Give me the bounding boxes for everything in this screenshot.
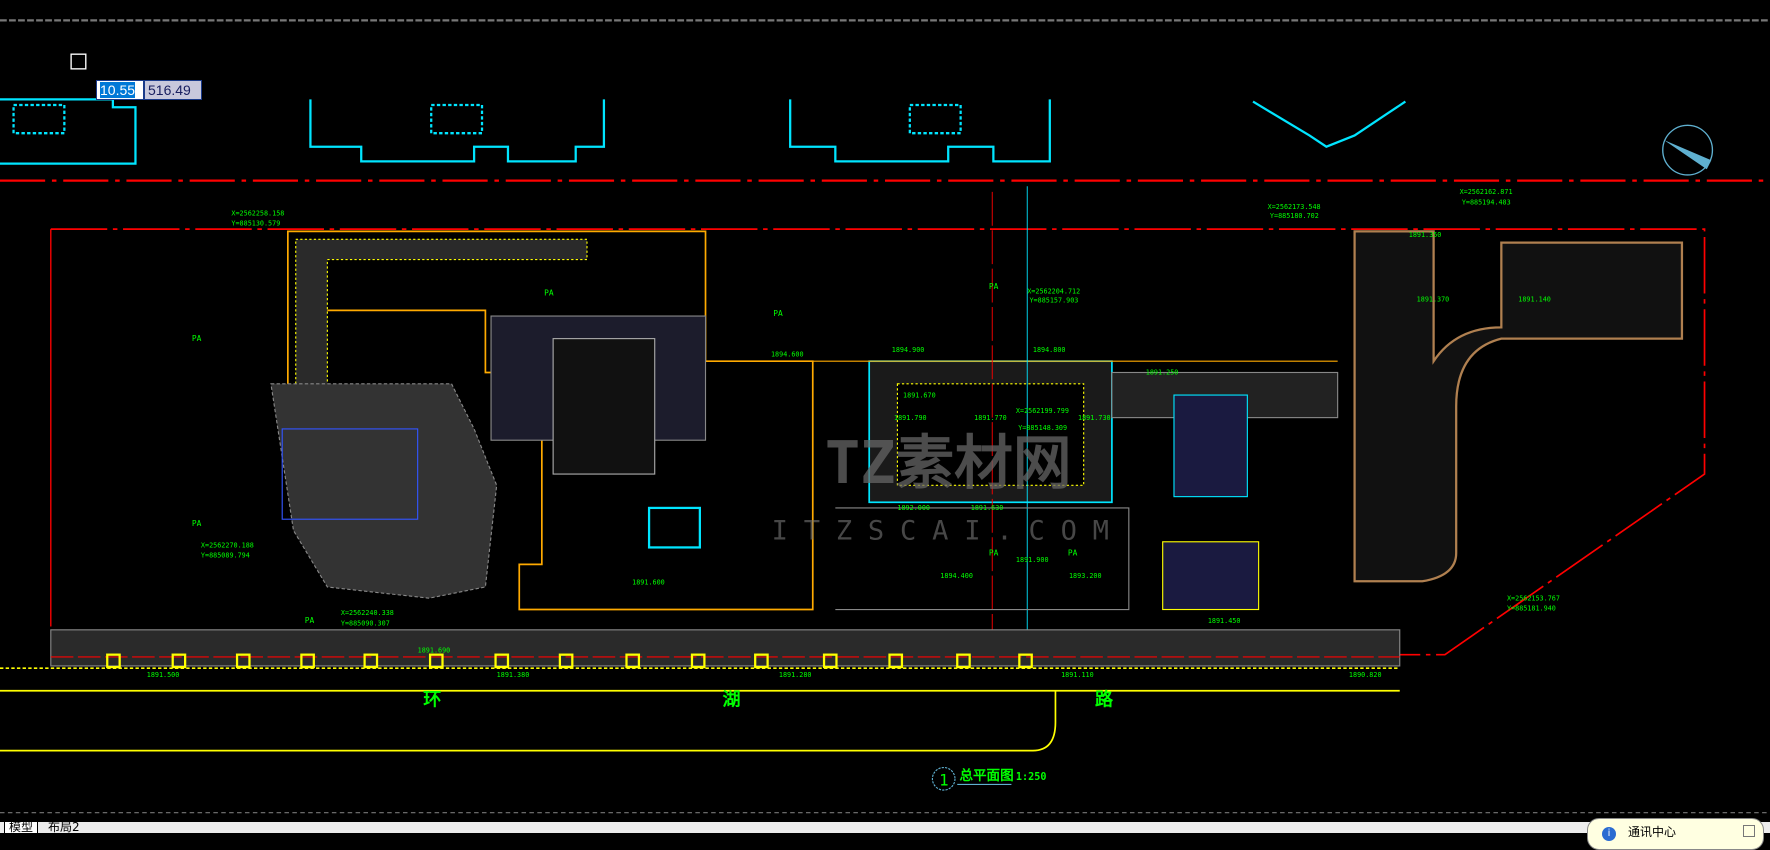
hatched-sidewalk [50, 629, 1401, 667]
elevation-label: 1891.450 [1208, 617, 1241, 625]
area-mark: PA [989, 282, 999, 291]
area-mark: PA [1068, 548, 1078, 557]
watermark: TZ素材网 [825, 429, 1072, 497]
elevation-label: 1894.900 [892, 346, 925, 354]
area-mark: PA [305, 616, 315, 625]
communication-center-balloon[interactable]: i 通讯中心 [1587, 818, 1764, 850]
elevation-label: 1891.500 [147, 671, 180, 679]
tab-model[interactable]: 模型 [4, 822, 39, 833]
coordinate-label: X=2562162.871 [1460, 188, 1513, 196]
road-edge-lower [0, 690, 1057, 752]
elevation-label: 1894.600 [771, 351, 804, 359]
coordinate-label: X=2562240.338 [341, 609, 394, 617]
area-mark: PA [773, 309, 783, 318]
coordinate-label: X=2562258.158 [231, 210, 284, 218]
coordinate-label: Y=885090.307 [341, 619, 390, 627]
coordinate-label: X=2562153.767 [1507, 594, 1560, 602]
elevation-label: 1891.140 [1518, 295, 1551, 303]
coordinate-label: X=2562199.799 [1016, 407, 1069, 415]
coordinate-label: Y=885181.940 [1507, 605, 1556, 613]
road-name-char: 湖 [722, 689, 740, 710]
elevation-label: 1893.200 [1069, 572, 1102, 580]
cursor-pickbox [70, 53, 87, 70]
elevation-label: 1891.690 [418, 646, 451, 654]
elevation-label: 1891.380 [497, 671, 530, 679]
layout-tab-bar: 模型 布局2 [0, 822, 1770, 833]
elevation-label: 1891.370 [1417, 295, 1450, 303]
elevation-label: 1894.400 [940, 572, 973, 580]
north-arrow-icon [1662, 124, 1714, 176]
elevation-label: 1891.900 [1016, 556, 1049, 564]
site-plan [270, 186, 1684, 633]
elevation-label: 1891.790 [894, 414, 927, 422]
elevation-label: 1891.770 [974, 414, 1007, 422]
area-mark: PA [544, 289, 554, 298]
coordinate-label: Y=885180.702 [1270, 212, 1319, 220]
tab-layout2[interactable]: 布局2 [48, 822, 80, 833]
info-icon: i [1602, 827, 1616, 841]
drawing-index-number: 1 [939, 771, 949, 790]
area-mark: PA [192, 334, 202, 343]
elevation-label: 1891.110 [1061, 671, 1094, 679]
elevation-label: 1891.350 [1409, 231, 1442, 239]
coordinate-label: Y=885157.903 [1029, 296, 1078, 304]
drawing-scale: 1:250 [1016, 772, 1047, 783]
property-boundary [50, 228, 1706, 656]
drawing-index-circle [931, 766, 956, 791]
existing-buildings [0, 98, 1407, 165]
coordinate-x-value: 10.55 [100, 82, 136, 98]
elevation-label: 1891.730 [1078, 414, 1111, 422]
coordinate-y-input[interactable]: 516.49 [144, 80, 202, 100]
road-name-char: 路 [1095, 688, 1114, 710]
road-name-char: 环 [423, 689, 441, 710]
tree-pits [106, 653, 1033, 669]
coordinate-label: Y=885194.483 [1462, 198, 1511, 206]
elevation-label: 1890.820 [1349, 671, 1382, 679]
drawing-title: 总平面图 [960, 767, 1014, 784]
elevation-label: 1891.600 [632, 579, 665, 587]
watermark-sub: ITZSCAI.COM [772, 516, 1125, 547]
elevation-label: 1892.000 [897, 504, 930, 512]
elevation-label: 1891.630 [971, 504, 1004, 512]
coordinate-label: Y=885130.579 [231, 220, 280, 228]
close-icon[interactable] [1743, 825, 1755, 837]
road-name: 环 湖 路 [423, 688, 1114, 710]
area-mark: PA [192, 519, 202, 528]
elevation-label: 1891.280 [779, 671, 812, 679]
coordinate-label: X=2562173.548 [1268, 203, 1321, 211]
coordinate-label: X=2562204.712 [1027, 287, 1080, 295]
elevation-label: 1894.800 [1033, 346, 1066, 354]
coordinate-label: Y=885148.309 [1018, 424, 1067, 432]
notification-title: 通讯中心 [1628, 825, 1677, 839]
area-mark: PA [989, 548, 999, 557]
coordinate-label: Y=885089.794 [201, 552, 250, 560]
elevation-label: 1891.670 [903, 391, 936, 399]
coordinate-label: X=2562270.188 [201, 541, 254, 549]
elevation-label: 1891.250 [1146, 369, 1179, 377]
coordinate-x-input[interactable]: 10.55 [96, 80, 144, 100]
